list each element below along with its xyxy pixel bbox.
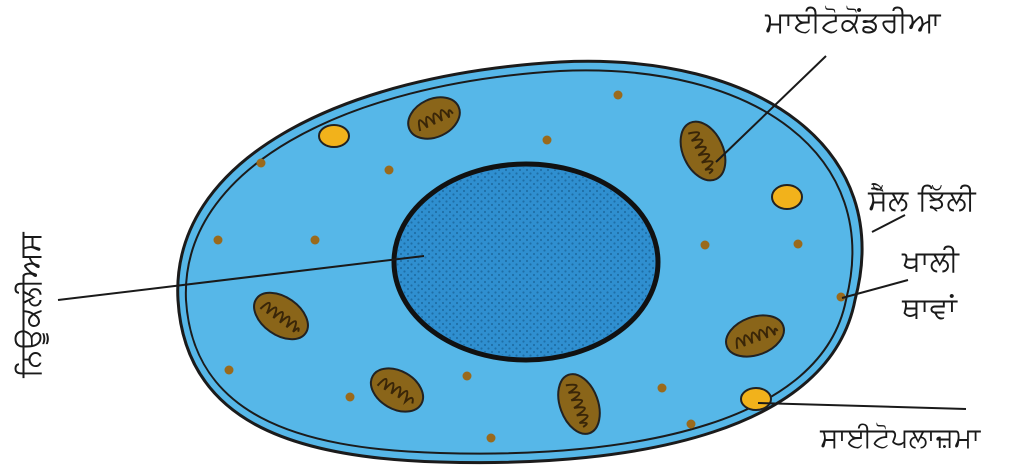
vesicle	[741, 388, 771, 410]
vesicle	[772, 185, 802, 209]
vesicle	[319, 125, 349, 147]
nucleus-chromatin	[397, 167, 655, 357]
label-cell-membrane: ਸੈੱਲ ਝਿੱਲੀ	[868, 186, 976, 216]
label-cytoplasm: ਸਾਈਟੋਪਲਾਜ਼ਮਾ	[820, 424, 980, 452]
label-mitochondria: ਮਾਈਟੋਕੋਂਡਰੀਆ	[765, 8, 941, 38]
label-nucleus: ਨਿਊਕਲੀਅਸ	[16, 232, 46, 378]
leader-line-cytoplasm	[758, 403, 966, 409]
label-vacuole-line1: ਖਾਲੀ	[902, 247, 959, 277]
label-vacuole-line2: ਥਾਵਾਂ	[902, 294, 957, 324]
